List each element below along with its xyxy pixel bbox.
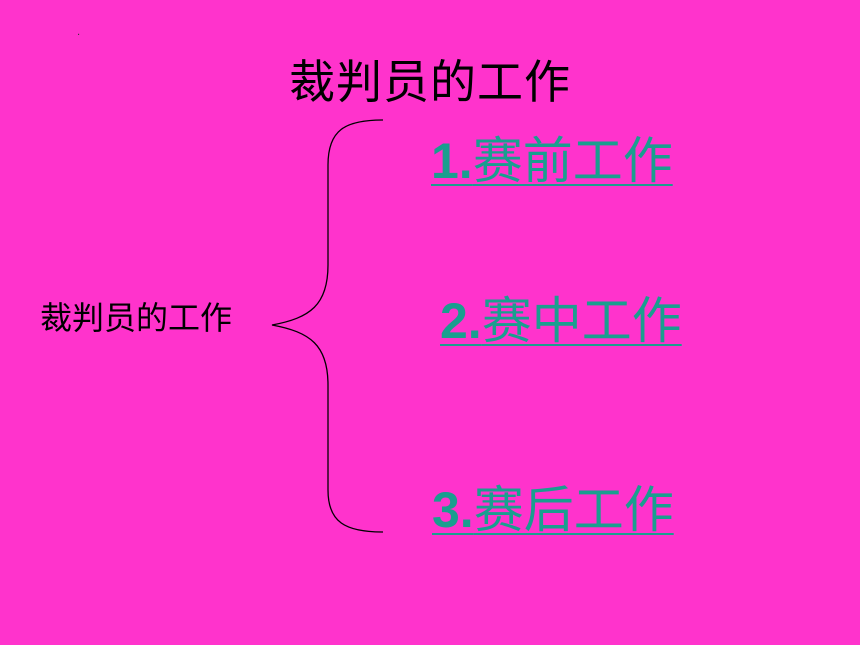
page-title: 裁判员的工作: [289, 55, 571, 109]
link-in-match-work[interactable]: 2.赛中工作: [440, 288, 682, 354]
topic-label: 裁判员的工作: [40, 299, 233, 337]
link-pre-match-work[interactable]: 1.赛前工作: [431, 128, 673, 194]
link-number: 3.: [432, 482, 474, 538]
link-text: 赛前工作: [472, 132, 673, 190]
link-number: 2.: [440, 293, 482, 349]
link-text: 赛后工作: [473, 481, 674, 539]
link-number: 1.: [431, 133, 473, 189]
link-post-match-work[interactable]: 3.赛后工作: [432, 477, 674, 543]
link-text: 赛中工作: [481, 292, 682, 350]
stray-dot: .: [77, 27, 81, 38]
